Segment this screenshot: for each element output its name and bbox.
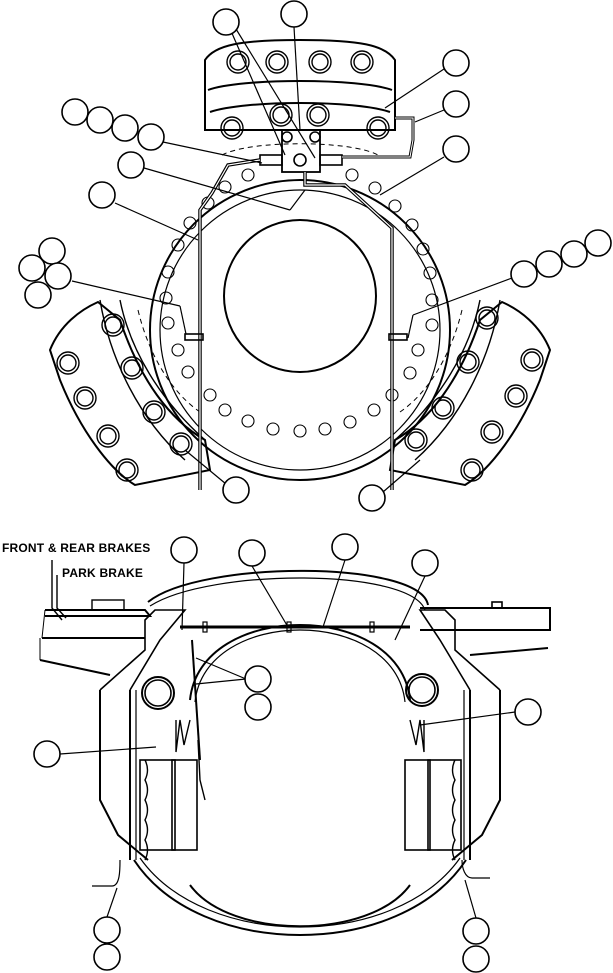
front-rear-brakes-label: FRONT & REAR BRAKES: [2, 541, 151, 555]
top-view-callouts: [18, 0, 612, 512]
bottom-view-axle-housing: [39, 559, 551, 936]
park-brake-label: PARK BRAKE: [62, 566, 144, 580]
top-view-wheel-housing: [48, 26, 552, 493]
bottom-view-callouts: [33, 533, 542, 973]
